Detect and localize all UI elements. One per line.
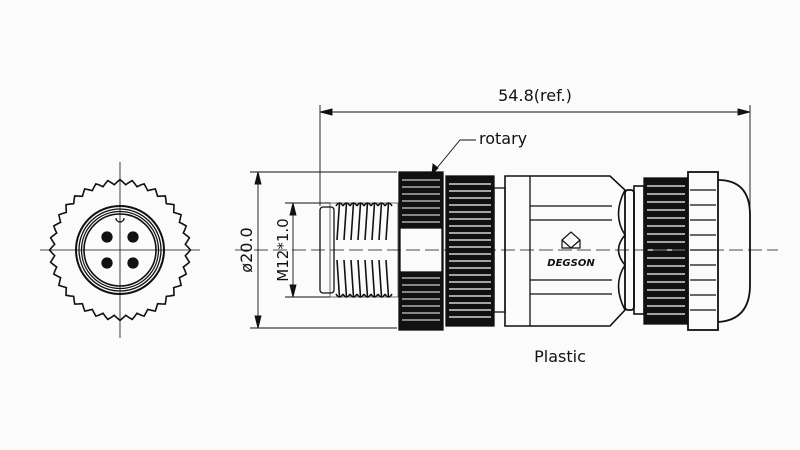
pin-4 (127, 257, 139, 269)
material-label: Plastic (534, 347, 586, 366)
diameter-label: ø20.0 (237, 227, 256, 272)
degson-logo-icon (561, 231, 581, 249)
gland-cap (687, 171, 719, 331)
diameter-arrows (254, 171, 262, 329)
overall-length-label: 54.8(ref.) (498, 86, 572, 105)
cable-seal-dome (717, 179, 751, 323)
pin-2 (127, 231, 139, 243)
length-arrows (319, 108, 751, 116)
side-view (235, 171, 778, 331)
pin-1 (101, 231, 113, 243)
rotary-leader-arrow (431, 163, 439, 176)
thread-tooth (342, 202, 351, 298)
connector-body (504, 175, 626, 327)
pin-3 (101, 257, 113, 269)
front-view (40, 162, 200, 338)
knurled-ring (445, 175, 495, 327)
thread-label: M12*1.0 (274, 218, 292, 281)
thread-arrows (289, 202, 297, 298)
gland-nut (643, 177, 689, 325)
thread-teeth (335, 202, 393, 298)
dimension-lines (250, 105, 751, 329)
rotary-leader (431, 139, 476, 175)
brand-logo-text: DEGSON (547, 258, 595, 269)
contact-pins (101, 231, 139, 269)
rotary-label: rotary (479, 129, 527, 148)
